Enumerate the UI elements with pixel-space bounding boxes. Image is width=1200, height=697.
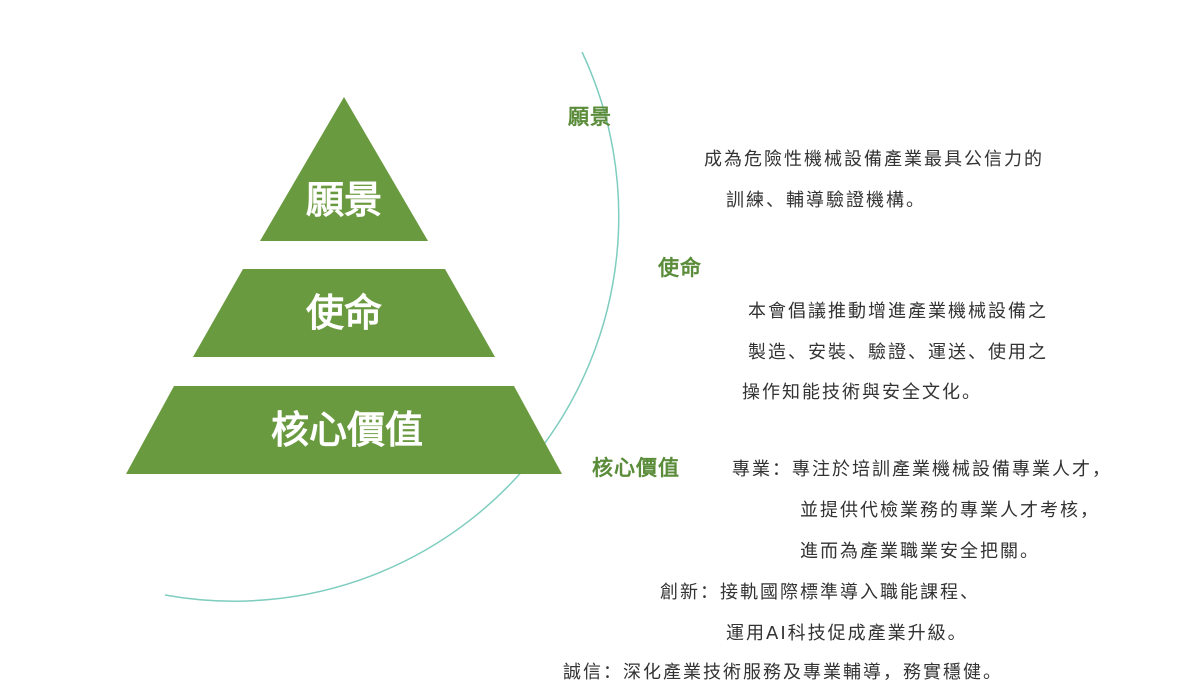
core-value-innovation-line-2: 運用AI科技促成產業升級。 xyxy=(726,623,968,644)
pyramid-label-mission: 使命 xyxy=(306,291,382,335)
core-value-integrity-line-1: 誠信：深化產業技術服務及專業輔導，務實穩健。 xyxy=(563,662,1003,683)
vision-heading: 願景 xyxy=(568,105,612,129)
vision-line-2: 訓練、輔導驗證機構。 xyxy=(726,190,926,211)
pyramid-tier-core-values xyxy=(126,386,562,474)
mission-line-1: 本會倡議推動增進產業機械設備之 xyxy=(748,301,1048,322)
pyramid-label-vision: 願景 xyxy=(306,178,382,222)
core-value-professional-line-2: 並提供代檢業務的專業人才考核， xyxy=(800,500,1100,521)
mission-line-3: 操作知能技術與安全文化。 xyxy=(742,382,982,403)
pyramid-tier-mission xyxy=(193,269,495,357)
core-value-innovation-line-1: 創新：接軌國際標準導入職能課程、 xyxy=(660,582,980,603)
vision-line-1: 成為危險性機械設備產業最具公信力的 xyxy=(704,149,1044,170)
mission-line-2: 製造、安裝、驗證、運送、使用之 xyxy=(748,342,1048,363)
core-values-heading: 核心價值 xyxy=(592,456,680,480)
core-value-professional-line-1: 專業：專注於培訓產業機械設備專業人才， xyxy=(732,459,1112,480)
core-value-professional-line-3: 進而為產業職業安全把關。 xyxy=(800,541,1040,562)
mission-heading: 使命 xyxy=(658,256,702,280)
pyramid-label-core-values: 核心價值 xyxy=(271,408,423,452)
pyramid-tier-vision xyxy=(260,97,428,241)
